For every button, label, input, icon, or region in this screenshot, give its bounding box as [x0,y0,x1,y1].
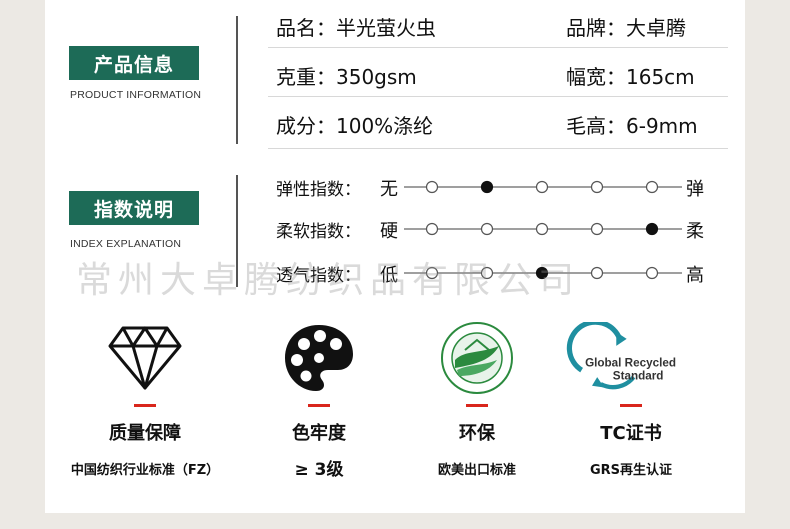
index-scale-row: 透气指数： 低 高 [276,258,716,288]
feature-title: 环保 [459,423,495,444]
index-scale-track [404,266,682,280]
product-name: 品名：半光萤火虫 [276,15,436,40]
feature-title: TC证书 [600,423,662,444]
scale-dot [425,266,439,280]
product-info-subtitle: PRODUCT INFORMATION [70,89,202,101]
index-label: 透气指数： [276,266,361,286]
scale-dot [425,180,439,194]
index-low-label: 低 [380,265,398,286]
palette-icon [244,318,394,398]
content-card [45,0,745,513]
index-high-label: 柔 [686,221,704,242]
index-scale-track [404,180,682,194]
red-accent [620,404,642,407]
index-low-label: 无 [380,179,398,200]
index-scale-track [404,222,682,236]
scale-dot [425,222,439,236]
index-subtitle: INDEX EXPLANATION [70,238,182,250]
scale-dot [535,180,549,194]
feature-certificate: Global Recycled Standard TC证书 GRS再生认证 [566,318,696,478]
scale-dot-selected [645,222,659,236]
index-low-label: 硬 [380,221,398,242]
width: 幅宽：165cm [566,64,695,89]
index-badge: 指数说明 [69,191,199,225]
red-accent [134,404,156,407]
grs-logo-icon: Global Recycled Standard [566,318,696,398]
weight: 克重：350gsm [276,64,417,89]
scale-dot [535,222,549,236]
row-divider [268,96,728,97]
info-row: 克重：350gsm 幅宽：165cm [276,55,728,95]
feature-title: 色牢度 [292,423,346,444]
scale-dot-selected [480,180,494,194]
index-label: 弹性指数： [276,180,361,200]
scale-dot [645,266,659,280]
pile-height: 毛高：6-9mm [566,113,698,138]
grs-logo-line1: Global Recycled [585,357,676,370]
index-scale-row: 柔软指数： 硬 柔 [276,214,716,244]
feature-desc: 欧美出口标准 [437,463,516,478]
watermark: 常州大卓腾纺织品有限公司 [76,260,581,301]
composition: 成分：100%涤纶 [276,113,434,138]
row-divider [268,47,728,48]
info-row: 品名：半光萤火虫 品牌：大卓腾 [276,6,728,46]
index-divider [236,175,238,287]
info-row: 成分：100%涤纶 毛高：6-9mm [276,104,728,144]
scale-dot [590,180,604,194]
scale-dot [590,222,604,236]
row-divider [268,148,728,149]
feature-quality: 质量保障 中国纺织行业标准（FZ） [70,318,220,478]
feature-desc: GRS再生认证 [589,463,673,478]
red-accent [308,404,330,407]
feature-colorfastness: 色牢度 ≥ 3级 [244,318,394,480]
scale-dot [590,266,604,280]
red-accent [466,404,488,407]
scale-dot-selected [535,266,549,280]
feature-eco: 环保 欧美出口标准 [402,318,552,478]
china-ecolabel-icon [402,318,552,398]
index-label: 柔软指数： [276,222,361,242]
product-info-divider [236,16,238,144]
diamond-icon [70,318,220,398]
feature-title: 质量保障 [109,423,181,444]
scale-dot [480,222,494,236]
feature-desc: ≥ 3级 [294,460,344,480]
brand: 品牌：大卓腾 [566,15,686,40]
index-scale-row: 弹性指数： 无 弹 [276,172,716,202]
scale-dot [480,266,494,280]
index-high-label: 弹 [686,179,704,200]
feature-desc: 中国纺织行业标准（FZ） [70,463,220,478]
product-info-badge: 产品信息 [69,46,199,80]
index-high-label: 高 [686,265,704,286]
scale-dot [645,180,659,194]
grs-logo-line2: Standard [613,370,664,383]
